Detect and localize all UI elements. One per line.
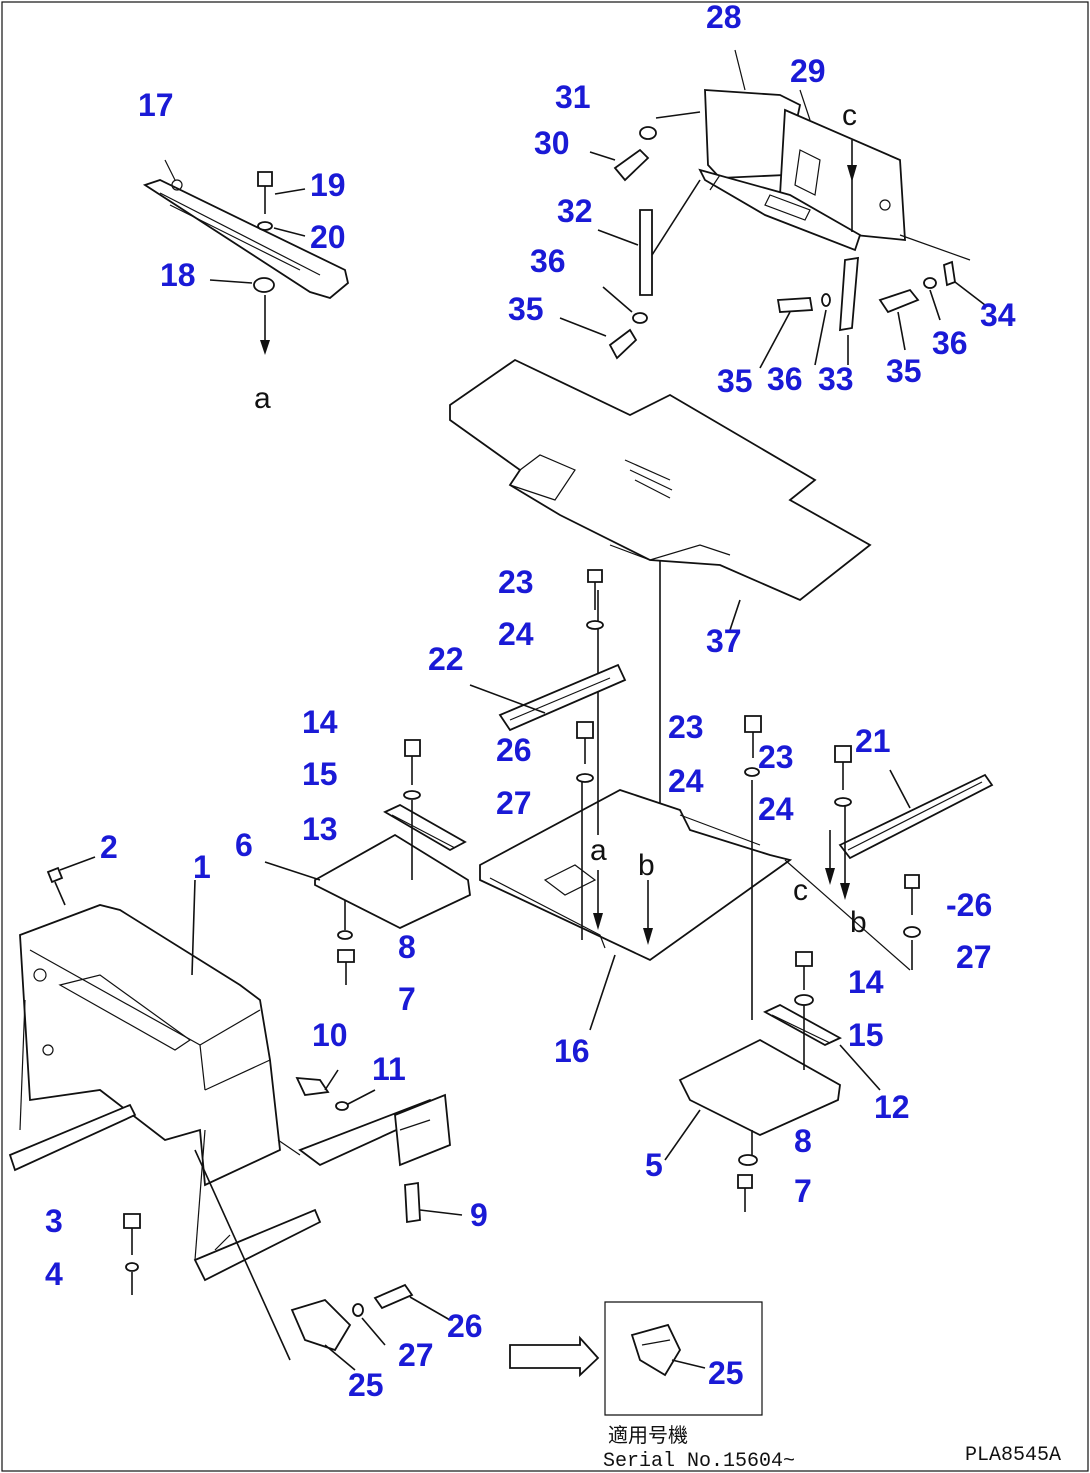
drawing-code: PLA8545A [965, 1444, 1061, 1467]
part-label: 27 [398, 1337, 434, 1373]
part-label: 10 [312, 1017, 348, 1053]
part-label: 23 [498, 564, 534, 600]
serial-inset [604, 1301, 763, 1416]
part-label: 18 [160, 257, 196, 293]
part-label: 36 [932, 325, 968, 361]
floor-frame-16 [479, 590, 793, 1031]
part-label: 21 [855, 723, 891, 759]
part-label: 27 [956, 939, 992, 975]
part-label: 13 [302, 811, 338, 847]
part-label: 16 [554, 1033, 590, 1069]
part-label: 23 [668, 709, 704, 745]
part-label: 4 [45, 1256, 63, 1292]
plate-6-group [264, 739, 471, 985]
part-label: 20 [310, 219, 346, 255]
part-label: 24 [498, 616, 534, 652]
part-label: 35 [886, 353, 922, 389]
part-label: 26 [496, 732, 532, 768]
view-letter-c: c [842, 99, 857, 132]
part-label: 12 [874, 1089, 910, 1125]
part-label: 29 [790, 53, 826, 89]
part-label: 5 [645, 1147, 663, 1183]
part-label: 35 [717, 363, 753, 399]
part-label: 15 [302, 756, 338, 792]
inset-arrow [509, 1335, 600, 1378]
part-label: 36 [530, 243, 566, 279]
main-console-1 [8, 856, 463, 1371]
part-label: 28 [706, 0, 742, 35]
bracket-21-group [744, 715, 994, 1020]
part-label: 27 [496, 785, 532, 821]
part-label: 32 [557, 193, 593, 229]
part-label: 24 [668, 763, 704, 799]
bracket-22-group [469, 569, 627, 783]
bracket-assembly-17 [142, 159, 350, 355]
part-label: 22 [428, 641, 464, 677]
view-letter-a: a [590, 834, 607, 867]
part-label: 31 [555, 79, 591, 115]
part-label: 26 [447, 1308, 483, 1344]
view-letter-b: b [638, 849, 655, 882]
view-letter-a: a [254, 382, 271, 415]
part-label: 17 [138, 87, 174, 123]
serial-caption-jp: 適用号機 [608, 1424, 688, 1449]
part-label: 9 [470, 1197, 488, 1233]
view-letter-c: c [793, 874, 808, 907]
part-label: 14 [848, 964, 884, 1000]
part-label: 8 [398, 929, 416, 965]
view-letters: a a b b c c [254, 99, 867, 939]
part-label: 3 [45, 1203, 63, 1239]
part-label: 36 [767, 361, 803, 397]
part-label: 33 [818, 361, 854, 397]
part-label: 1 [193, 849, 211, 885]
plate-5-group [664, 951, 881, 1212]
part-label: 2 [100, 829, 118, 865]
part-label: 35 [508, 291, 544, 327]
part-label: 25 [708, 1355, 744, 1391]
part-label: 37 [706, 623, 742, 659]
part-label: 15 [848, 1017, 884, 1053]
part-label: 25 [348, 1367, 384, 1403]
part-label: 11 [372, 1051, 406, 1087]
seat-bracket-assembly [559, 49, 986, 369]
part-label: 7 [794, 1173, 812, 1209]
part-label: 23 [758, 739, 794, 775]
part-label: 34 [980, 297, 1016, 333]
part-label: 7 [398, 981, 416, 1017]
view-letter-b: b [850, 906, 867, 939]
part-label: 6 [235, 827, 253, 863]
part-label: 24 [758, 791, 794, 827]
floor-mat-37 [449, 358, 872, 820]
part-label: 19 [310, 167, 346, 203]
serial-caption-en: Serial No.15604~ [603, 1450, 795, 1473]
part-label: -26 [946, 887, 992, 923]
part-labels: 28 29 31 30 32 36 35 34 36 35 36 33 35 1… [45, 0, 1016, 1403]
part-label: 14 [302, 704, 338, 740]
part-label: 8 [794, 1123, 812, 1159]
part-label: 30 [534, 125, 570, 161]
